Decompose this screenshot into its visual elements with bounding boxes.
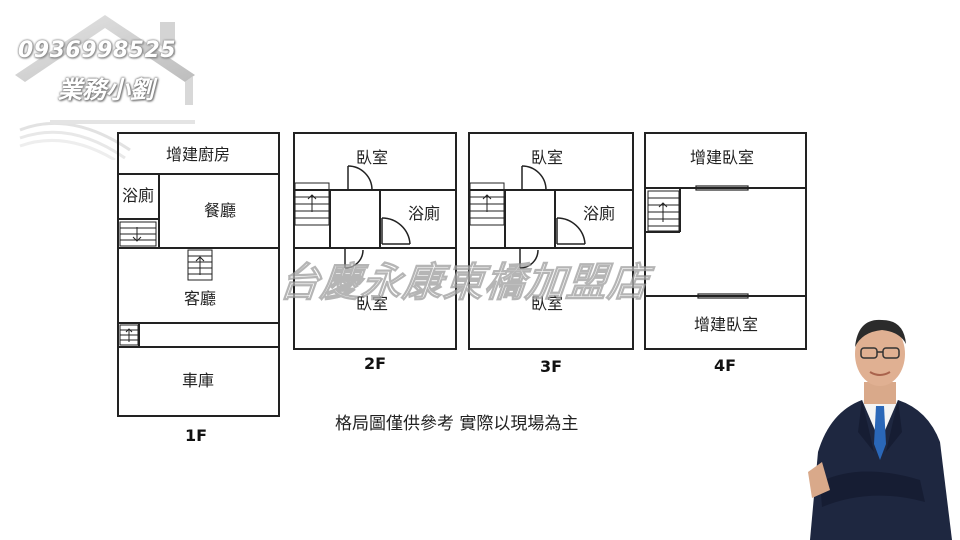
agent-portrait xyxy=(808,319,952,540)
floor-label-1f: 1F xyxy=(185,426,207,445)
agent-name: 業務小劉 xyxy=(58,76,154,104)
stairs-up-icon xyxy=(119,324,139,346)
room-label-living: 客廳 xyxy=(184,289,216,308)
room-label-bedroom: 臥室 xyxy=(356,294,388,313)
floor-label-3f: 3F xyxy=(540,357,562,376)
floor-plan-1f xyxy=(117,132,280,417)
door-swing-icon xyxy=(556,217,586,245)
door-swing-icon xyxy=(347,165,373,191)
stairs-up-icon xyxy=(647,190,680,232)
room-label-bath: 浴廁 xyxy=(122,186,154,205)
room-label-bath: 浴廁 xyxy=(583,204,615,223)
house-roof-logo xyxy=(15,15,195,160)
room-label-dining: 餐廳 xyxy=(204,201,236,220)
room-label-kitchen: 增建廚房 xyxy=(166,145,230,164)
door-swing-icon xyxy=(344,248,364,269)
agent-phone: 0936998525 xyxy=(18,38,177,63)
room-label-bedroom: 臥室 xyxy=(531,148,563,167)
stairs-down-icon xyxy=(119,221,157,247)
stairs-up-icon xyxy=(469,182,505,226)
room-label-bath: 浴廁 xyxy=(408,204,440,223)
door-swing-icon xyxy=(519,248,539,269)
room-label-bedroom: 臥室 xyxy=(356,148,388,167)
stairs-up-icon xyxy=(187,249,213,281)
floor-plan-4f xyxy=(644,132,807,350)
room-label-added-bedroom: 增建臥室 xyxy=(694,315,758,334)
window-icon xyxy=(695,185,749,299)
floor-label-4f: 4F xyxy=(714,356,736,375)
room-label-bedroom: 臥室 xyxy=(531,294,563,313)
room-label-added-bedroom: 增建臥室 xyxy=(690,148,754,167)
disclaimer-text: 格局圖僅供參考 實際以現場為主 xyxy=(335,414,579,434)
floor-label-2f: 2F xyxy=(364,354,386,373)
door-swing-icon xyxy=(381,217,411,245)
watermark-text: 台慶永康東橋加盟店 xyxy=(277,260,652,307)
stairs-up-icon xyxy=(294,182,330,226)
room-label-garage: 車庫 xyxy=(182,371,214,390)
door-swing-icon xyxy=(521,165,547,191)
